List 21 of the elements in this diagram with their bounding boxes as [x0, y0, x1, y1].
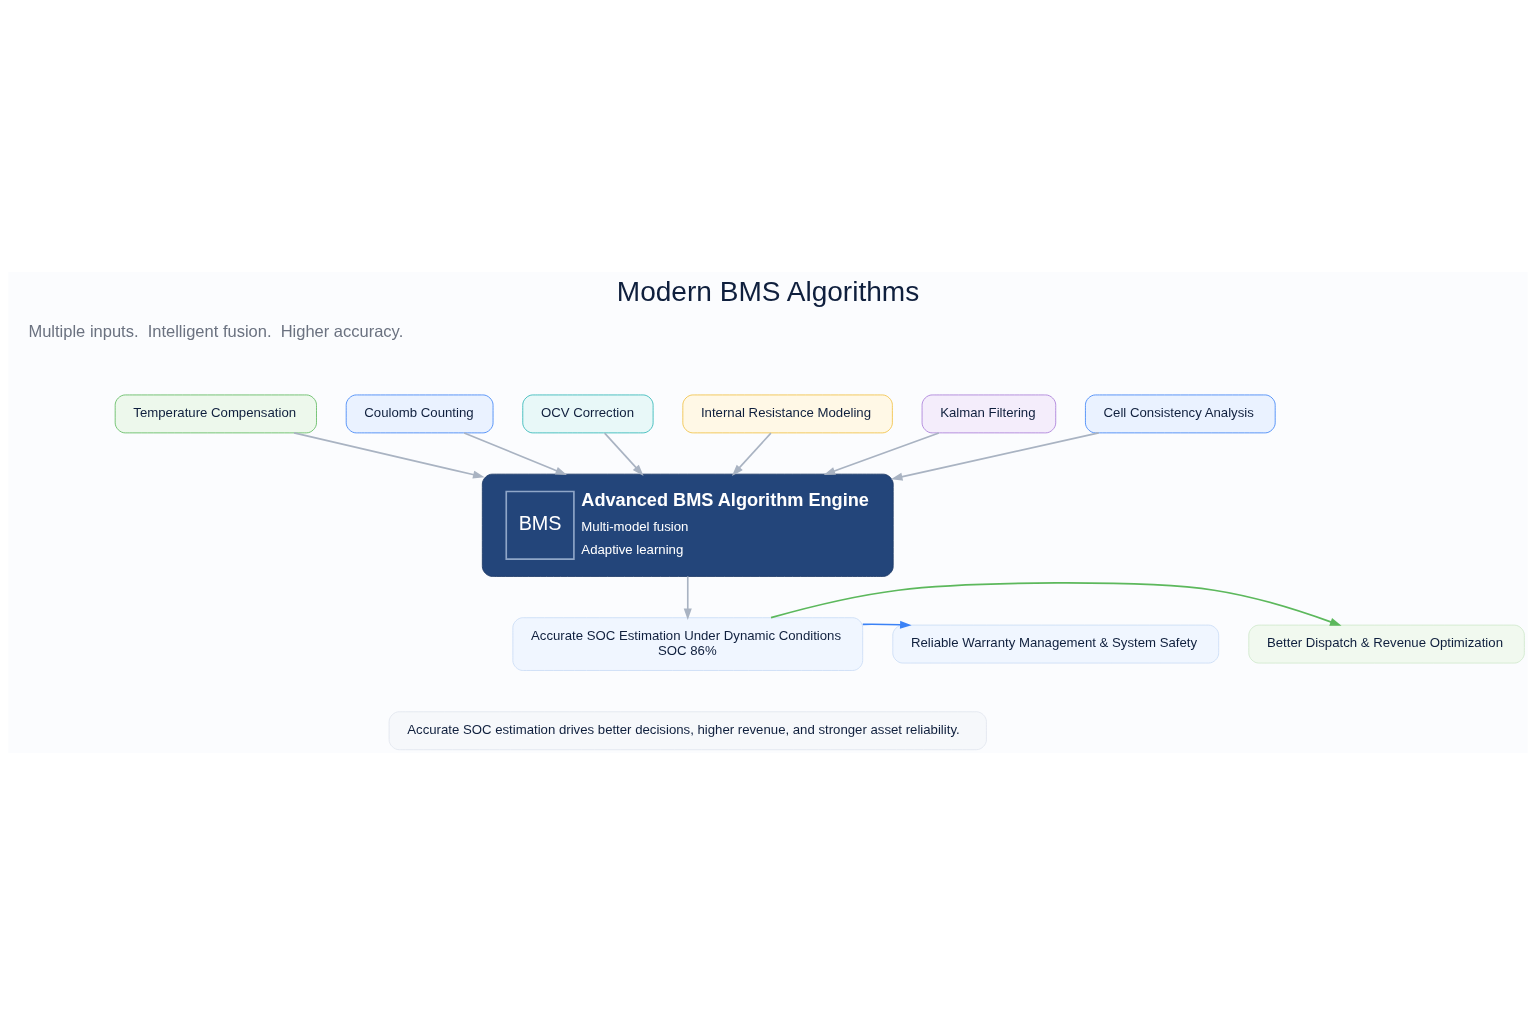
arrow: [463, 431, 567, 475]
arrow: [683, 575, 692, 620]
arrow: [731, 431, 772, 476]
node-box: Reliable Warranty Management & System Safety: [892, 624, 1220, 663]
arrow: [823, 431, 940, 475]
node-box: Temperature Compensation: [114, 394, 317, 433]
arrow: [861, 620, 912, 629]
label: Multiple inputs. Intelligent fusion. Higher accuracy.: [28, 321, 404, 340]
arrow: [770, 581, 1342, 626]
arrow: [293, 431, 485, 479]
node-box: Better Dispatch & Revenue Optimization: [1248, 624, 1525, 663]
diagram-title: Modern BMS Algorithms: [616, 275, 920, 307]
node-box: BMS Advanced BMS Algorithm Engine Multi-model fusion Adaptive learning: [481, 473, 894, 577]
node-box: Internal Resistance Modeling: [682, 394, 893, 433]
node-box: Accurate SOC Estimation Under Dynamic Conditions SOC 86%: [512, 616, 864, 671]
node-box: Kalman Filtering: [921, 394, 1057, 433]
node-box: Coulomb Counting: [345, 394, 494, 433]
node-box: OCV Correction: [522, 394, 654, 433]
arrow: [603, 431, 644, 476]
arrow: [890, 431, 1100, 481]
node-box: Cell Consistency Analysis: [1085, 394, 1276, 433]
